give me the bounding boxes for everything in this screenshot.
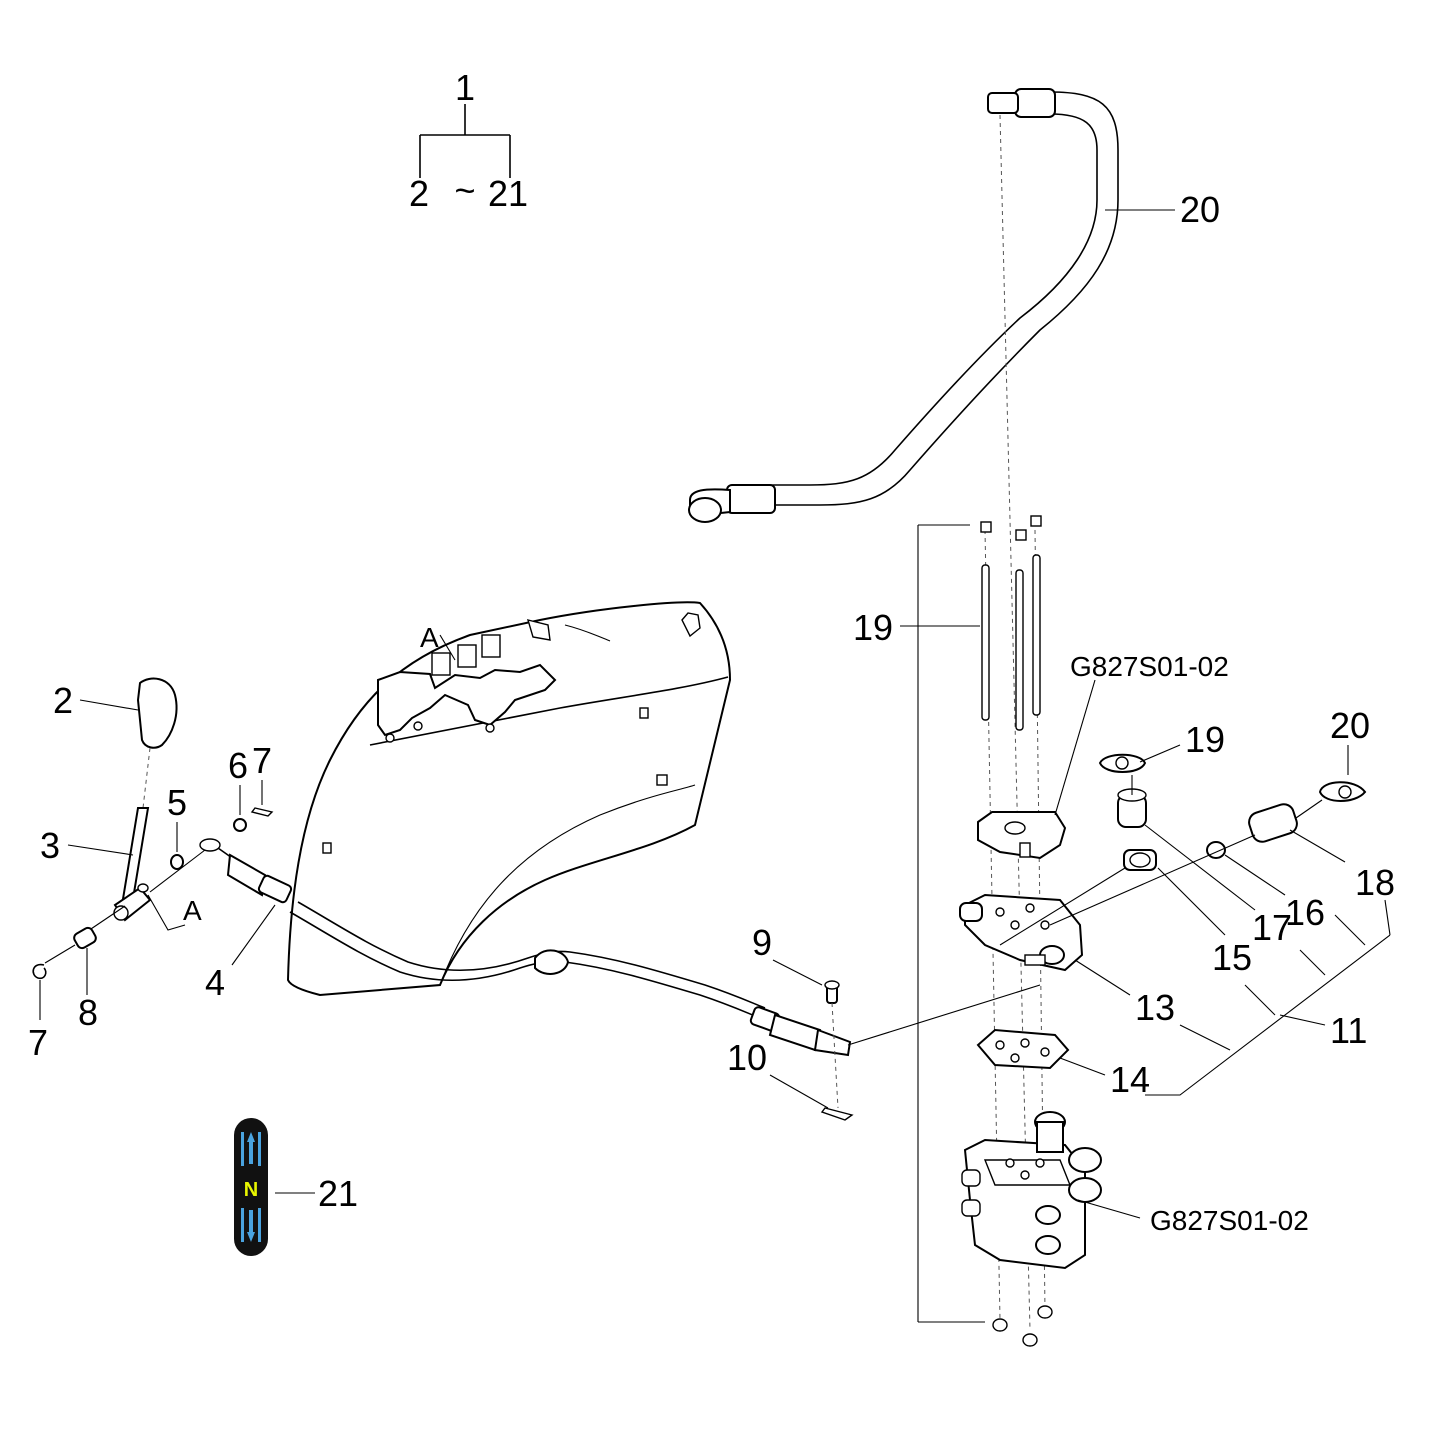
callout-16: 17 [1252, 907, 1292, 948]
lever-3 [113, 807, 152, 922]
callout-13: 14 [1110, 1059, 1150, 1100]
lever-to-cable [149, 849, 206, 893]
callout-range-end: 21 [488, 173, 528, 214]
arrow-down-icon [241, 1208, 261, 1242]
fitting-19-left [1098, 753, 1147, 773]
callout-3: 3 [40, 825, 60, 866]
callout-8: 7 [252, 740, 272, 781]
valve-section-12 [959, 893, 1084, 972]
callout-9: 9 [752, 922, 772, 963]
callout-21: 21 [318, 1173, 358, 1214]
callout-7-right: 6 [228, 745, 248, 786]
callout-2: 2 [53, 680, 73, 721]
knob-axis [142, 747, 151, 809]
bushing-6 [73, 926, 97, 950]
fitting-paths [999, 775, 1323, 946]
bracket-11 [1145, 899, 1391, 1096]
leader-4 [231, 904, 276, 966]
callout-10: 10 [727, 1037, 767, 1078]
callout-A2: A [183, 895, 202, 926]
leaders-14-17 [1144, 824, 1346, 936]
washer-7-right [233, 818, 247, 832]
callout-19b: 20 [1330, 705, 1370, 746]
pin-9 [824, 980, 840, 1004]
callout-A1: A [420, 622, 439, 653]
leader-13 [1059, 1057, 1106, 1076]
callout-18: 19 [853, 607, 893, 648]
tie-rods [980, 515, 1053, 1347]
callout-4: 4 [205, 962, 225, 1003]
callout-15: 16 [1285, 892, 1325, 933]
leader-ref-lower [1077, 1199, 1141, 1219]
decal-letter: N [244, 1179, 258, 1201]
leader-2 [79, 699, 139, 711]
fitting-17 [1248, 803, 1298, 843]
valve-end-cover [977, 811, 1067, 860]
callout-5: 7 [28, 1022, 48, 1063]
hydraulic-pipe [688, 88, 1119, 523]
leader-A2 [147, 894, 186, 931]
e-clip-5 [32, 963, 47, 980]
leader-9 [772, 959, 823, 986]
leader-12 [1074, 959, 1131, 996]
valve-main-body [961, 1111, 1102, 1270]
callout-range-start: 2 [409, 173, 429, 214]
callout-7-left: 5 [167, 782, 187, 823]
washer-15 [1206, 841, 1226, 859]
control-cable [199, 838, 852, 1057]
callout-17: 18 [1355, 862, 1395, 903]
neutral-decal-21: N [234, 1118, 268, 1256]
leader-ref-upper [1054, 679, 1096, 816]
knob-2 [136, 677, 178, 749]
ref-lower: G827S01-02 [1150, 1205, 1309, 1236]
fitting-19-right [1318, 781, 1367, 802]
fender-bracket [377, 619, 557, 743]
washer-7-left [170, 854, 184, 870]
leader-A1 [439, 634, 456, 661]
callout-19a: 19 [1185, 719, 1225, 760]
clip-10 [820, 1107, 854, 1121]
valve-plate-13 [976, 1028, 1070, 1070]
clip-to-bushing [44, 944, 76, 964]
ref-upper: G827S01-02 [1070, 651, 1229, 682]
cotter-pin-8 [250, 807, 274, 817]
leader-19a [1139, 744, 1181, 763]
callout-12: 13 [1135, 987, 1175, 1028]
assembly-bracket [419, 104, 511, 178]
pin-axis [831, 1002, 839, 1109]
cable-to-valve [847, 984, 1041, 1046]
fitting-14 [1123, 849, 1157, 871]
callout-20: 20 [1180, 189, 1220, 230]
bracket-18 [900, 524, 985, 1323]
callout-6: 8 [78, 992, 98, 1033]
callout-11: 11 [1330, 1010, 1367, 1051]
arrow-up-icon [241, 1132, 261, 1166]
fender-housing [286, 601, 732, 997]
leader-10 [769, 1074, 829, 1109]
callout-1: 1 [455, 67, 475, 108]
callout-14: 15 [1212, 937, 1252, 978]
leader-3 [67, 844, 134, 856]
callout-range-tilde: ~ [454, 170, 475, 211]
